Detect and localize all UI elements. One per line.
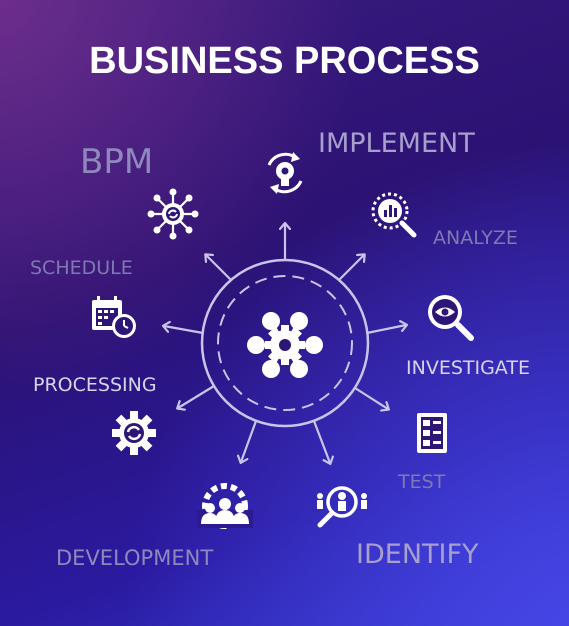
team-gear-icon (197, 483, 253, 529)
calendar-clock-icon (92, 296, 136, 338)
magnifier-eye-icon (428, 295, 474, 341)
arrow-development (241, 419, 258, 462)
label-investigate: INVESTIGATE (406, 357, 530, 379)
label-processing: PROCESSING (33, 374, 157, 396)
label-implement: IMPLEMENT (318, 128, 475, 159)
arrow-bpm (206, 255, 233, 282)
page-title: BUSINESS PROCESS (89, 40, 480, 82)
arrow-analyze (337, 255, 364, 282)
label-development: DEVELOPMENT (56, 546, 214, 570)
network-gear-icon (147, 188, 199, 240)
inner-dashed-ring (217, 275, 353, 411)
magnifier-person-icon (317, 486, 367, 528)
label-bpm: BPM (80, 142, 154, 182)
checklist-icon (417, 413, 447, 453)
label-analyze: ANALYZE (433, 227, 518, 249)
label-schedule: SCHEDULE (30, 257, 133, 279)
magnifier-chart-icon (371, 192, 417, 238)
process-network-gear-icon (247, 312, 323, 378)
arrow-test (353, 386, 388, 409)
radial-arrows (164, 224, 406, 463)
arrow-investigate (365, 325, 406, 335)
gear-cycle-icon (112, 411, 156, 455)
gear-lightbulb-icon (267, 152, 303, 194)
arrow-processing (178, 384, 216, 408)
label-identify: IDENTIFY (356, 539, 479, 570)
arrow-schedule (164, 326, 205, 335)
arrow-identify (312, 419, 330, 463)
label-test: TEST (398, 471, 446, 493)
